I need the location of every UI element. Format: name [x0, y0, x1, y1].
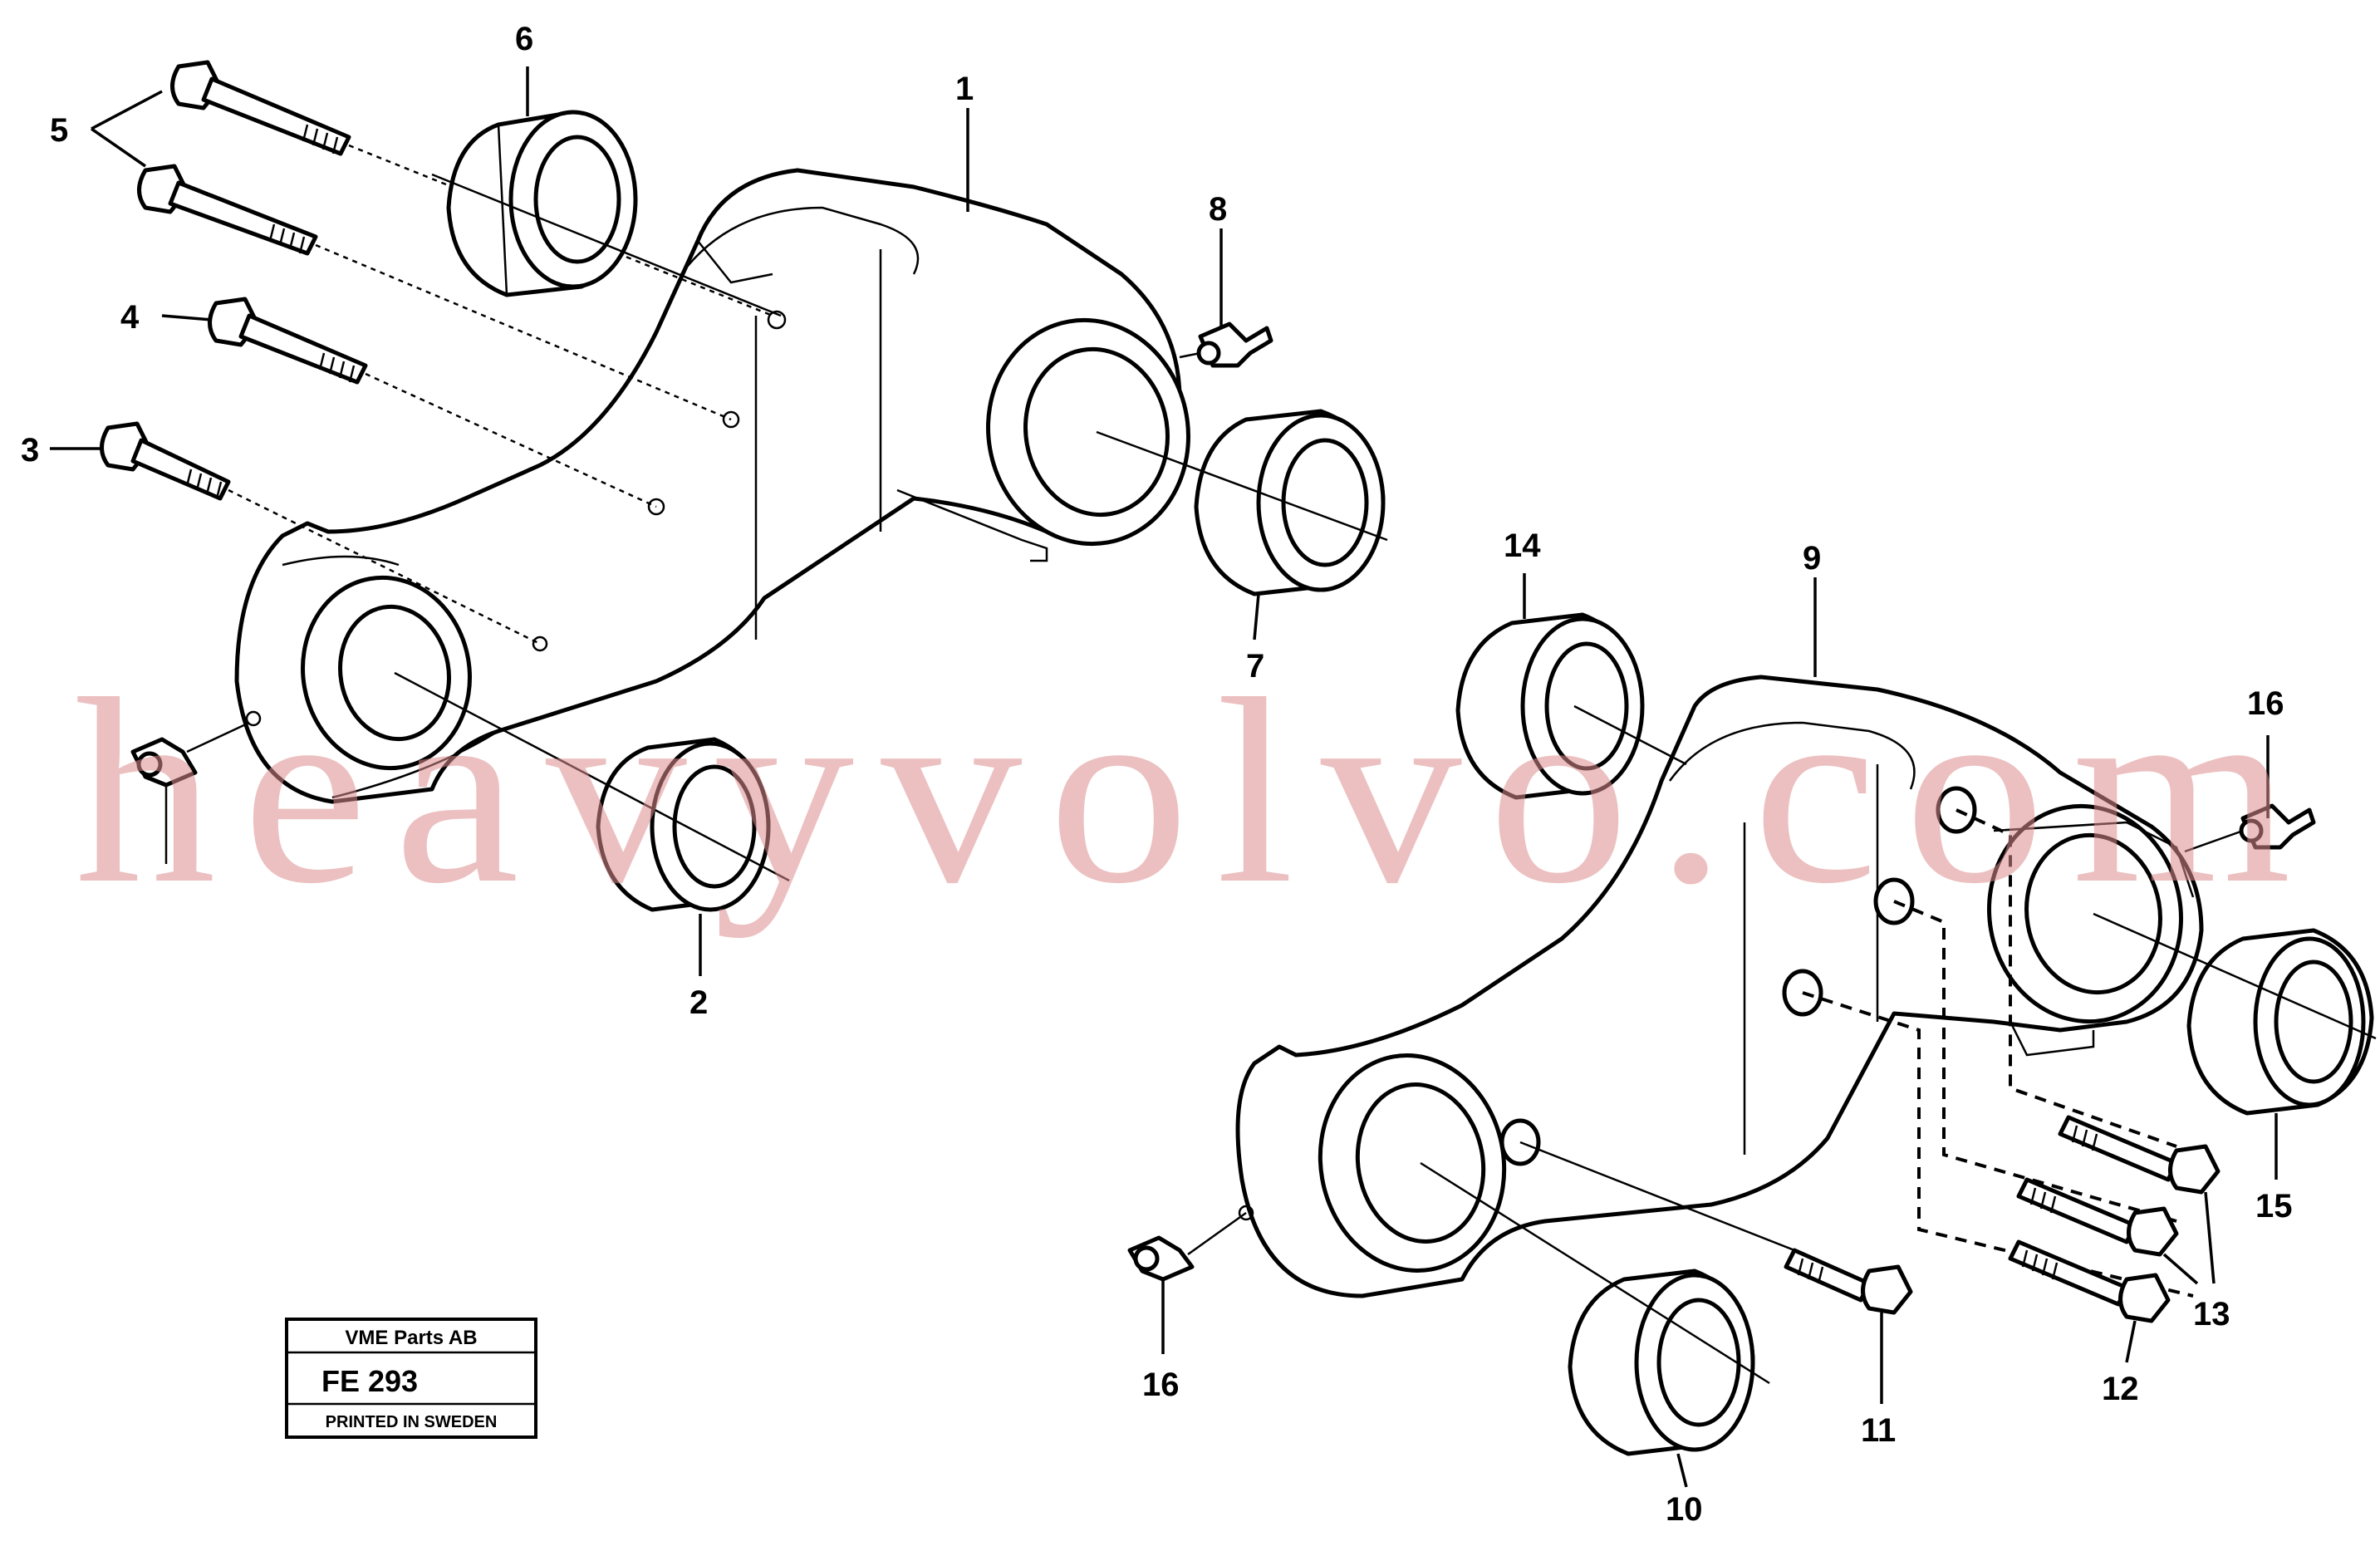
- bushing-15: [2093, 912, 2377, 1116]
- callout-9: 9: [1803, 540, 1821, 577]
- callout-4: 4: [120, 299, 140, 336]
- bolt-group-lower: [1519, 1115, 2221, 1323]
- stamp-box: VME Parts AB FE 293 PRINTED IN SWEDEN: [285, 1318, 537, 1439]
- callout-5: 5: [50, 112, 68, 149]
- grease-fitting-8: [1179, 321, 1273, 368]
- callout-12: 12: [2102, 1371, 2139, 1407]
- stamp-code: FE 293: [321, 1364, 418, 1398]
- callout-10: 10: [1666, 1491, 1703, 1528]
- callout-11: 11: [1861, 1412, 1896, 1449]
- callout-6: 6: [515, 21, 533, 57]
- lever-arm-lower: [1235, 675, 2204, 1298]
- callout-7: 7: [1246, 648, 1264, 685]
- bushing-10: [1420, 1161, 1770, 1456]
- bolt-group-upper: [100, 60, 773, 645]
- callout-13: 13: [2193, 1296, 2230, 1332]
- bushing-2: [394, 671, 790, 912]
- callout-16-right: 16: [2247, 685, 2284, 722]
- callout-labels: 1 2 3 4 5 6 7 8 9 10 11 12 13 14 15 16 1…: [21, 21, 2293, 1528]
- grease-fitting-16-right: [2184, 803, 2316, 853]
- stamp-printed: PRINTED IN SWEDEN: [326, 1413, 498, 1431]
- grease-fitting-16-left: [130, 721, 250, 864]
- grease-fitting-16-lower: [1127, 1211, 1247, 1282]
- callout-14: 14: [1504, 528, 1541, 564]
- leader-lines: [50, 66, 2278, 1488]
- callout-16-lower: 16: [1142, 1367, 1180, 1403]
- bushing-7: [1096, 409, 1388, 596]
- callout-1: 1: [955, 71, 974, 107]
- callout-3: 3: [21, 432, 39, 469]
- bushing-14: [1455, 612, 1687, 800]
- callout-15: 15: [2255, 1188, 2293, 1224]
- callout-8: 8: [1209, 191, 1227, 228]
- watermark-text: heavyvolvo.com: [75, 645, 2318, 939]
- bushing-6: [431, 110, 782, 317]
- callout-2: 2: [689, 984, 708, 1021]
- stamp-company: VME Parts AB: [345, 1327, 477, 1349]
